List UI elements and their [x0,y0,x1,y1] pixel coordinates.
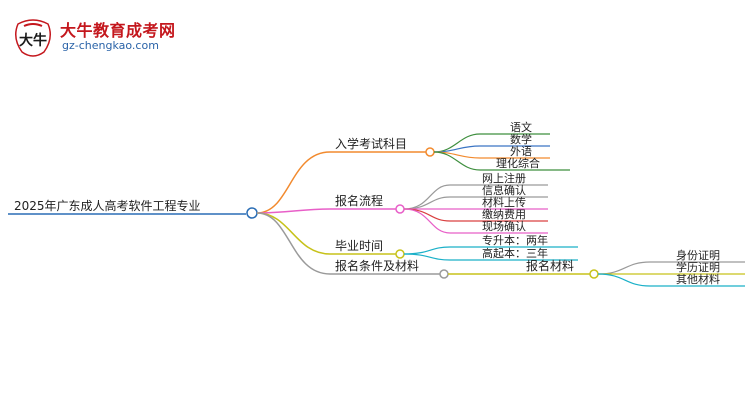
leaf-science: 理化综合 [496,156,540,170]
site-logo[interactable]: 大牛 大牛教育成考网 gz-chengkao.com [10,14,190,60]
leaf-chinese: 语文 [510,120,532,134]
mindmap-connector [256,212,331,275]
root-node-dot [246,207,258,219]
mindmap-connector [403,246,451,255]
mindmap-connector [433,151,481,171]
mindmap-connector [597,273,651,287]
mindmap-connector [403,208,451,234]
mindmap-connector [425,147,435,157]
mindmap-connector [597,261,651,275]
branch-subjects: 入学考试科目 [335,136,407,151]
logo-mark-text: 大牛 [19,32,47,49]
mindmap-connector [395,249,405,259]
leaf-confirm-info: 信息确认 [482,183,526,197]
mindmap-connector [256,208,331,214]
mindmap-connector [256,151,331,214]
leaf-onsite-confirm: 现场确认 [482,219,526,233]
leaf-register: 网上注册 [482,171,526,185]
mindmap-connector [433,145,481,153]
mindmap-root: 2025年广东成人高考软件工程专业 [14,198,201,213]
site-url: gz-chengkao.com [62,39,159,52]
logo-ox-icon: 大牛 [15,19,51,57]
mindmap-connector [403,253,451,261]
leaf-upload: 材料上传 [482,195,526,209]
sub-branch-materials: 报名材料 [526,258,574,273]
leaf-payment: 缴纳费用 [482,207,526,221]
site-name: 大牛教育成考网 [60,21,176,40]
leaf-other-materials: 其他材料 [676,272,720,286]
leaf-upgrade-years: 专升本：两年 [482,233,548,247]
branch-graduation: 毕业时间 [335,239,383,253]
leaf-math: 数学 [510,132,532,146]
mindmap-connector [589,269,599,279]
mindmap-connector [403,184,451,210]
leaf-highschool-years: 高起本：三年 [482,246,548,260]
mindmap-connector [395,204,405,214]
leaf-education-proof: 学历证明 [676,260,720,274]
leaf-foreign-language: 外语 [510,145,532,158]
branch-conditions: 报名条件及材料 [335,258,419,273]
leaf-id-proof: 身份证明 [676,248,720,262]
mindmap-connector [439,269,449,279]
branch-process: 报名流程 [335,193,383,208]
